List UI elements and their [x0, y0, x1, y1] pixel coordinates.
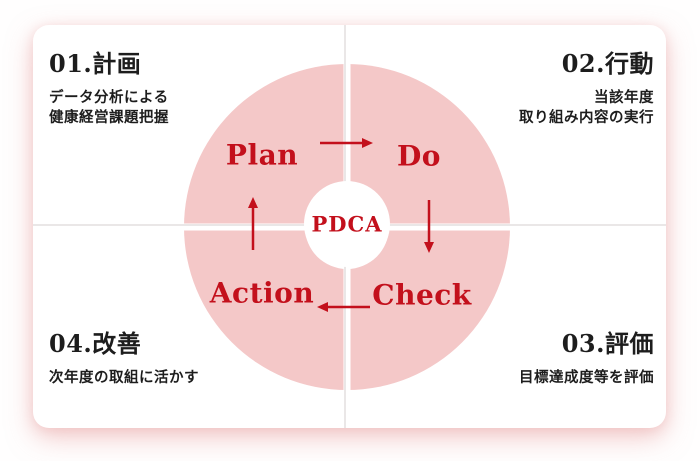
- corner-block-plan: 01.計画 データ分析による 健康経営課題把握: [49, 51, 169, 128]
- arrow-up-icon: [248, 197, 258, 250]
- arrow-down-icon: [424, 200, 434, 253]
- corner-block-do: 02.行動 当該年度 取り組み内容の実行: [519, 51, 654, 128]
- center-hub-circle: [304, 181, 390, 267]
- corner-description-check: 目標達成度等を評価: [519, 368, 654, 388]
- corner-heading-action: 04.改善: [49, 329, 142, 358]
- corner-description-line: データ分析による: [49, 89, 169, 106]
- corner-description-line: 次年度の取組に活かす: [49, 369, 199, 386]
- corner-description-line: 当該年度: [594, 89, 654, 106]
- pdca-card: Plan Do Check Action PDCA 01.計画 データ分析による…: [33, 25, 666, 428]
- step-label-action: Action: [209, 276, 315, 310]
- center-label-pdca: PDCA: [311, 211, 383, 237]
- corner-heading-do: 02.行動: [561, 49, 654, 78]
- corner-block-check: 03.評価 目標達成度等を評価: [519, 331, 654, 388]
- step-label-plan: Plan: [225, 138, 299, 172]
- step-label-check: Check: [372, 278, 472, 312]
- corner-block-action: 04.改善 次年度の取組に活かす: [49, 331, 199, 388]
- corner-heading-plan: 01.計画: [49, 49, 142, 78]
- arrow-left-icon: [317, 302, 370, 312]
- pdca-cycle-donut: [184, 64, 510, 390]
- corner-description-plan: データ分析による 健康経営課題把握: [49, 88, 169, 128]
- corner-description-line: 取り組み内容の実行: [519, 109, 654, 126]
- corner-description-action: 次年度の取組に活かす: [49, 368, 199, 388]
- corner-description-do: 当該年度 取り組み内容の実行: [519, 88, 654, 128]
- step-label-do: Do: [397, 139, 441, 173]
- arrow-right-icon: [320, 138, 373, 148]
- corner-heading-check: 03.評価: [561, 329, 654, 358]
- corner-description-line: 健康経営課題把握: [49, 109, 169, 126]
- corner-description-line: 目標達成度等を評価: [519, 369, 654, 386]
